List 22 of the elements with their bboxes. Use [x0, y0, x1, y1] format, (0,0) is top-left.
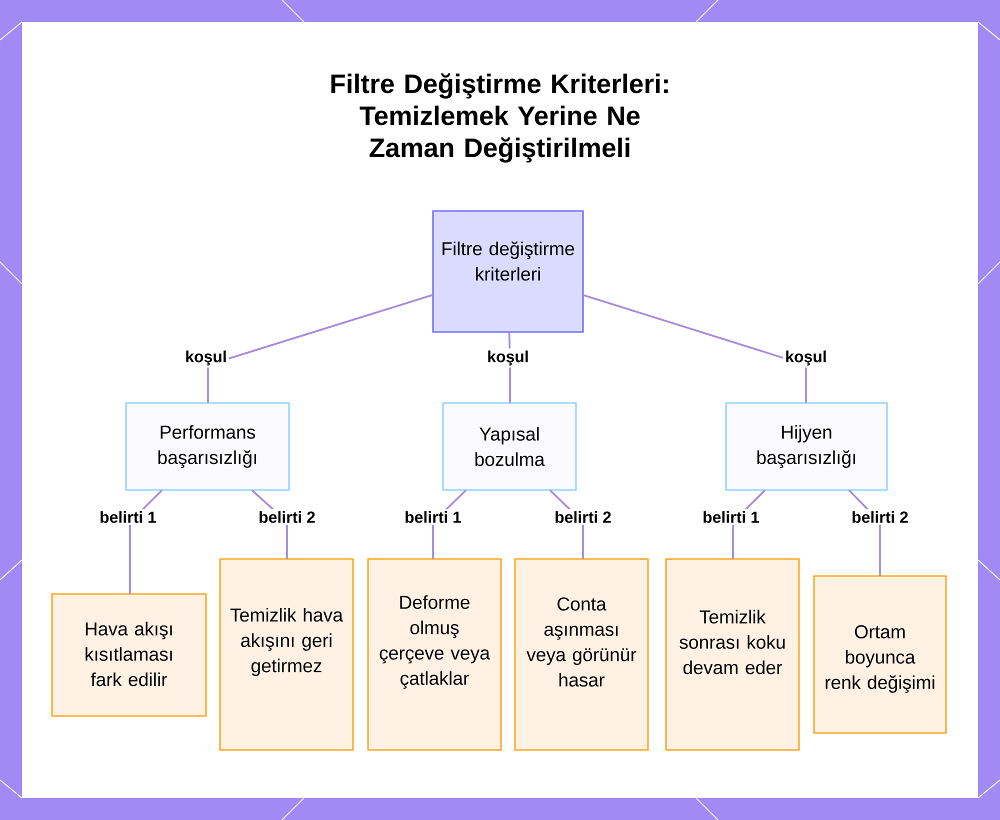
category-box: Performans başarısızlığı [125, 402, 290, 491]
connector [583, 294, 807, 403]
symptom-box: Deforme olmuş çerçeve veya çatlaklar [367, 558, 502, 751]
category-box: Yapısal bozulma [442, 402, 577, 491]
category-box: Filtre değiştirme kriterleri [432, 210, 584, 333]
edge-label: belirti 2 [256, 509, 318, 525]
title: Filtre Değiştirme Kriterleri: Temizlemek Yerine Ne Zaman Değiştirilmeli [331, 73, 668, 163]
edge-label: koşul [183, 348, 229, 368]
symptom-box: Temizlik sonrası koku devam eder [665, 558, 800, 751]
edge-label: koşul [783, 348, 829, 368]
edge-label: belirti 1 [98, 509, 158, 525]
symptom-box: Hava akışı kısıtlaması fark edilir [51, 593, 207, 717]
edge-label: belirti 2 [552, 509, 614, 525]
symptom-box: Temizlik hava akışını geri getirmez [219, 558, 354, 751]
edge-label: belirti 1 [700, 509, 762, 525]
symptom-box: Ortam boyunca renk değişimi [813, 575, 947, 734]
symptom-box: Conta aşınması veya görünür hasar [514, 558, 649, 751]
edge-label: belirti 1 [402, 509, 464, 525]
connector [207, 294, 434, 403]
edge-label: belirti 2 [850, 509, 910, 525]
category-box: Hijyen başarısızlığı [725, 402, 888, 491]
edge-label: koşul [485, 348, 531, 368]
